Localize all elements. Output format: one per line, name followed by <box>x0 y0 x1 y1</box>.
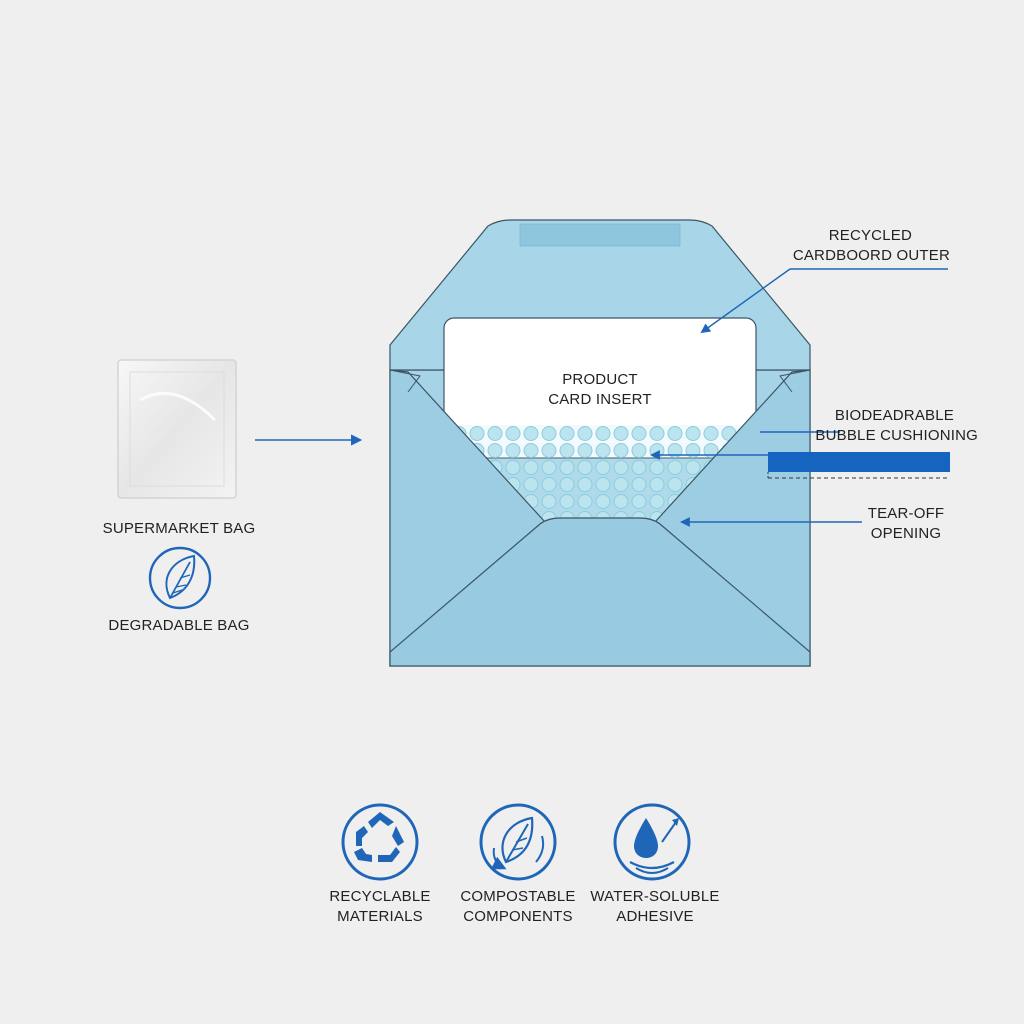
card-label-line2: CARD INSERT <box>548 391 652 408</box>
tear-callout-line2: OPENING <box>870 525 942 542</box>
legend-recyclable-line1: RECYCLABLE <box>329 888 431 905</box>
tear-callout-line1: TEAR-OFF <box>867 505 945 522</box>
tear-strip <box>767 452 950 480</box>
legend-compostable-line1: COMPOSTABLE <box>460 888 576 905</box>
card-label-line1: PRODUCT <box>562 371 638 388</box>
bubble-callout-line2: BUBBLE CUSHIONING <box>815 427 978 444</box>
outer-callout-line2: CARDBOORD OUTER <box>792 247 950 264</box>
flap-tape-strip <box>519 223 681 247</box>
recycle-icon <box>341 803 419 881</box>
legend-adhesive-line2: ADHESIVE <box>616 908 694 925</box>
supermarket-bag-image <box>117 359 237 499</box>
envelope <box>389 219 811 667</box>
degradable-bag-label: DEGRADABLE BAG <box>108 617 250 634</box>
leaf-icon <box>148 546 212 610</box>
legend-adhesive-line1: WATER-SOLUBLE <box>590 888 720 905</box>
legend-recyclable-line2: MATERIALS <box>337 908 423 925</box>
envelope-bottom-flap <box>389 517 811 667</box>
water-drop-icon <box>613 803 691 881</box>
bubble-callout-line1: BIODEADRABLE <box>834 407 954 424</box>
outer-callout-line1: RECYCLED <box>828 227 912 244</box>
outer-callout <box>700 268 948 334</box>
compost-leaf-icon <box>479 803 557 881</box>
supermarket-bag-label: SUPERMARKET BAG <box>102 520 256 537</box>
legend-compostable-line2: COMPONENTS <box>463 908 573 925</box>
